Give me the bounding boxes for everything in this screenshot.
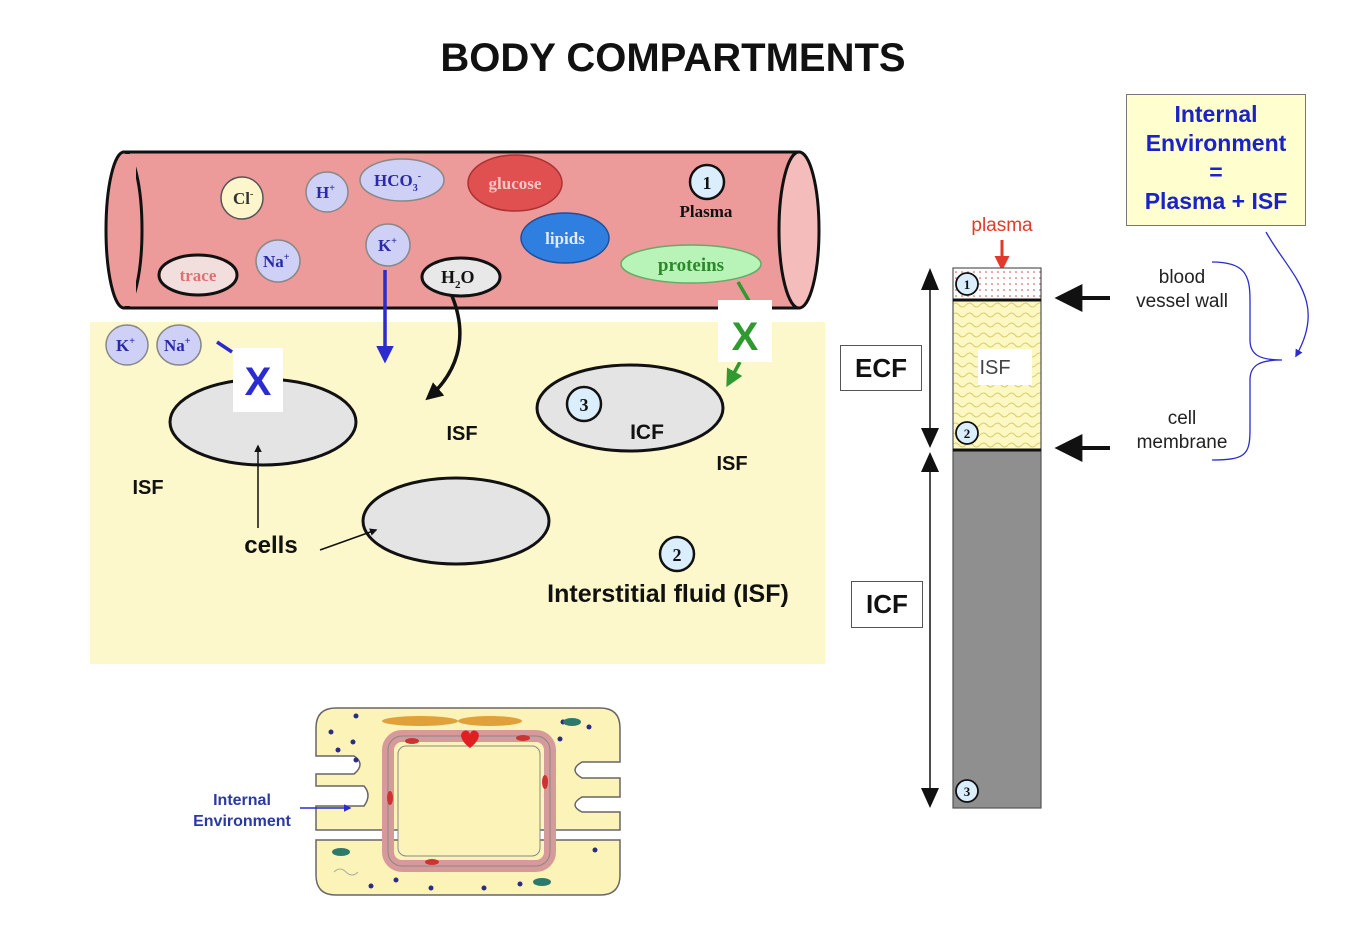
svg-text:2: 2 — [673, 545, 682, 565]
isf-label-left: ISF — [132, 477, 163, 499]
isf-label-right: ISF — [716, 453, 747, 475]
isf-na-ion: Na+ — [156, 324, 202, 366]
cells-pointer-right — [319, 528, 378, 551]
bar-plasma-label: plasma — [971, 215, 1033, 236]
icf-label: ICF — [630, 421, 664, 444]
bar-isf-label: ISF — [979, 357, 1010, 379]
h-ion: H+ — [305, 171, 349, 213]
block-mark-left: X — [245, 360, 272, 404]
page-title: BODY COMPARTMENTS — [440, 36, 906, 80]
icf-label-box: ICF — [851, 581, 923, 628]
na-ion: Na+ — [255, 239, 301, 283]
h2o: H2O — [420, 256, 502, 298]
plasma-marker: 1 Plasma — [680, 163, 733, 221]
svg-text:Plasma: Plasma — [680, 202, 733, 221]
isf-k-ion: K+ — [105, 324, 149, 366]
bar-isf-label-bg — [978, 349, 1032, 385]
svg-text:Na+: Na+ — [164, 336, 191, 355]
svg-text:H2O: H2O — [441, 267, 475, 291]
isf-label-center: ISF — [446, 423, 477, 445]
svg-text:K+: K+ — [116, 336, 135, 355]
cl-ion: Cl- — [220, 176, 264, 220]
na-k-arrow-top — [216, 340, 233, 354]
svg-text:1: 1 — [703, 173, 712, 193]
svg-text:K+: K+ — [378, 236, 397, 255]
block-mark-right: X — [732, 315, 759, 359]
svg-text:1: 1 — [964, 277, 971, 292]
cells-label: cells — [244, 532, 297, 559]
small-env-label-1: Internal — [213, 792, 271, 809]
proteins: proteins — [620, 244, 762, 284]
trace: trace — [157, 253, 239, 297]
k-ion: K+ — [365, 223, 411, 267]
ienv-line-4: Plasma + ISF — [1144, 188, 1288, 214]
svg-text:lipids: lipids — [545, 229, 585, 248]
vessel-wall-label: blood vessel wall — [1136, 267, 1228, 312]
lipids: lipids — [520, 212, 610, 264]
glucose: glucose — [467, 154, 563, 212]
svg-text:2: 2 — [964, 426, 971, 441]
cell-bottom — [361, 476, 551, 566]
hco3-ion: HCO3- — [359, 158, 445, 202]
bar-marker-2: 2 — [955, 421, 979, 445]
svg-text:trace: trace — [180, 266, 217, 285]
ienv-line-3: = — [1209, 159, 1223, 185]
svg-text:3: 3 — [580, 395, 589, 415]
ienv-arrow — [1265, 231, 1309, 358]
small-internal-env-diagram — [315, 707, 621, 896]
block-box-right — [718, 300, 772, 362]
small-env-label-2: Environment — [193, 813, 291, 830]
svg-text:Na+: Na+ — [263, 252, 290, 271]
ienv-line-1: Internal — [1174, 101, 1258, 127]
water-flow-arrow — [425, 295, 462, 401]
block-box-left — [233, 348, 283, 412]
protein-arrow-bottom — [726, 361, 743, 388]
bar-icf-section — [952, 449, 1042, 809]
cell-membrane-label: cell membrane — [1136, 408, 1228, 453]
svg-text:glucose: glucose — [489, 174, 542, 193]
svg-text:proteins: proteins — [658, 255, 724, 276]
bar-marker-1: 1 — [955, 272, 979, 296]
svg-text:3: 3 — [964, 784, 971, 799]
bar-marker-3: 3 — [955, 779, 979, 803]
isf-marker — [658, 535, 696, 573]
brace — [1211, 261, 1283, 461]
svg-text:Cl-: Cl- — [233, 189, 253, 208]
ecf-label: ECF — [840, 345, 922, 391]
svg-text:HCO3-: HCO3- — [374, 171, 421, 194]
internal-environment-box: Internal Environment = Plasma + ISF — [1126, 94, 1306, 226]
isf-title: Interstitial fluid (ISF) — [547, 580, 789, 608]
svg-text:H+: H+ — [316, 183, 335, 202]
icf-marker — [565, 385, 603, 423]
ienv-line-2: Environment — [1145, 130, 1287, 156]
